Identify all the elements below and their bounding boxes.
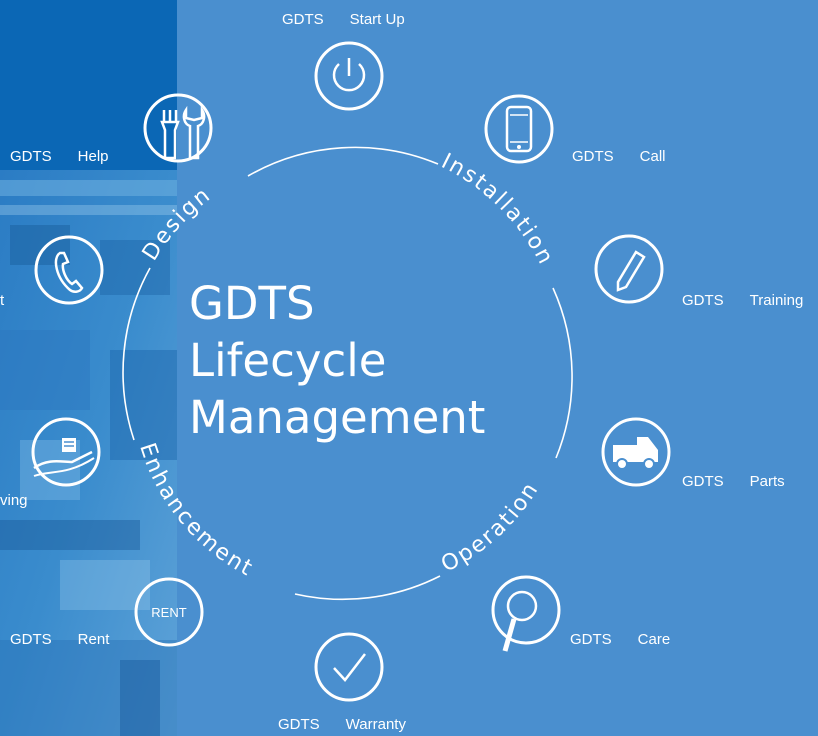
factory-photo (0, 170, 177, 736)
rent-badge-text: RENT (151, 605, 186, 620)
title-line-1: GDTS (189, 277, 315, 330)
smartphone-icon[interactable] (484, 94, 554, 164)
phone-icon[interactable] (34, 235, 104, 305)
title-line-2: Lifecycle (189, 334, 387, 387)
ring-segment (552, 287, 573, 459)
center-title: GDTS Lifecycle Management (189, 275, 485, 446)
phase-installation: Installation (437, 149, 558, 270)
phase-enhancement: Enhancement (134, 440, 257, 582)
power-icon[interactable] (314, 41, 384, 111)
pen-icon[interactable] (594, 234, 664, 304)
rent-icon[interactable] (134, 577, 204, 647)
tools-icon[interactable] (143, 93, 213, 163)
title-line-3: Management (189, 391, 486, 444)
coins-hand-icon[interactable] (31, 417, 101, 487)
label-saving[interactable]: ving (0, 492, 28, 509)
checkmark-icon[interactable] (314, 632, 384, 702)
ring-segment (294, 575, 441, 601)
ring-segment (122, 267, 151, 441)
truck-icon[interactable] (601, 417, 671, 487)
magnifier-icon[interactable] (491, 575, 561, 652)
phase-design: Design (138, 182, 216, 265)
label-contact[interactable]: t (0, 292, 5, 309)
ring-segment (247, 146, 439, 177)
phase-operation: Operation (437, 477, 544, 577)
